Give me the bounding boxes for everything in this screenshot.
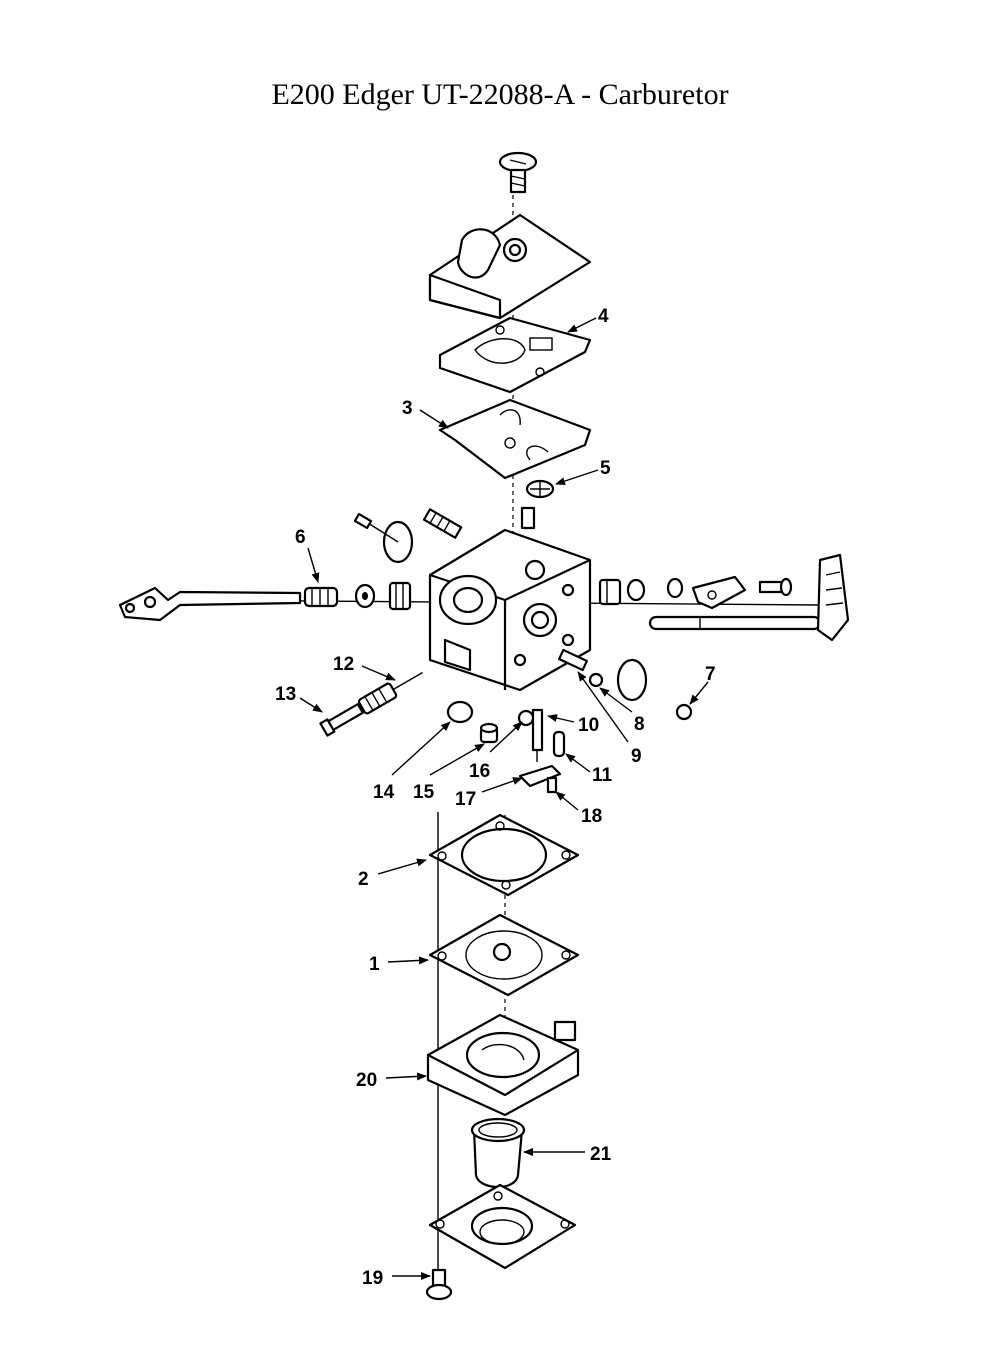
pump-cover	[428, 213, 592, 320]
callout-9: 9	[631, 746, 642, 767]
carburetor-body	[428, 506, 592, 692]
top-screw	[498, 151, 538, 194]
callout-labels: 1 2 3 4 5 6 7 8 9 10 11 12 13 14 15 16 1…	[275, 306, 716, 1289]
callout-12: 12	[333, 654, 354, 675]
callout-17: 17	[455, 789, 476, 810]
callout-14: 14	[373, 782, 395, 803]
callout-21: 21	[590, 1144, 612, 1165]
metering-gasket	[428, 813, 580, 897]
choke-shaft	[598, 553, 850, 642]
filter-cup	[470, 1117, 526, 1189]
pump-diaphragm	[438, 398, 592, 480]
pump-gasket	[438, 316, 592, 394]
idle-screw-assembly	[319, 671, 423, 737]
callout-19: 19	[362, 1268, 383, 1289]
callout-10: 10	[578, 715, 599, 736]
inlet-screen	[525, 479, 555, 499]
spring-6	[303, 586, 339, 608]
callout-4: 4	[598, 306, 609, 327]
metering-parts	[517, 708, 566, 794]
callout-18: 18	[581, 806, 602, 827]
callout-7: 7	[705, 664, 716, 685]
callout-leaders	[299, 317, 709, 1280]
callout-8: 8	[634, 714, 645, 735]
callout-16: 16	[469, 761, 490, 782]
metering-diaphragm	[428, 913, 580, 997]
callout-20: 20	[356, 1070, 377, 1091]
base-plate	[428, 1183, 577, 1270]
callout-1: 1	[369, 954, 380, 975]
throttle-plate-assembly	[558, 648, 693, 721]
callout-5: 5	[600, 458, 611, 479]
callout-11: 11	[592, 765, 613, 786]
callout-2: 2	[358, 869, 369, 890]
check-valves	[446, 700, 499, 744]
metering-cover	[426, 1013, 580, 1117]
callout-13: 13	[275, 684, 296, 705]
callout-6: 6	[295, 527, 306, 548]
page-title: E200 Edger UT-22088-A - Carburetor	[271, 78, 729, 111]
callout-3: 3	[402, 398, 413, 419]
callout-15: 15	[413, 782, 435, 803]
throttle-shaft	[118, 581, 412, 622]
bottom-screw	[425, 1268, 453, 1301]
choke-plate-assembly	[353, 508, 463, 564]
